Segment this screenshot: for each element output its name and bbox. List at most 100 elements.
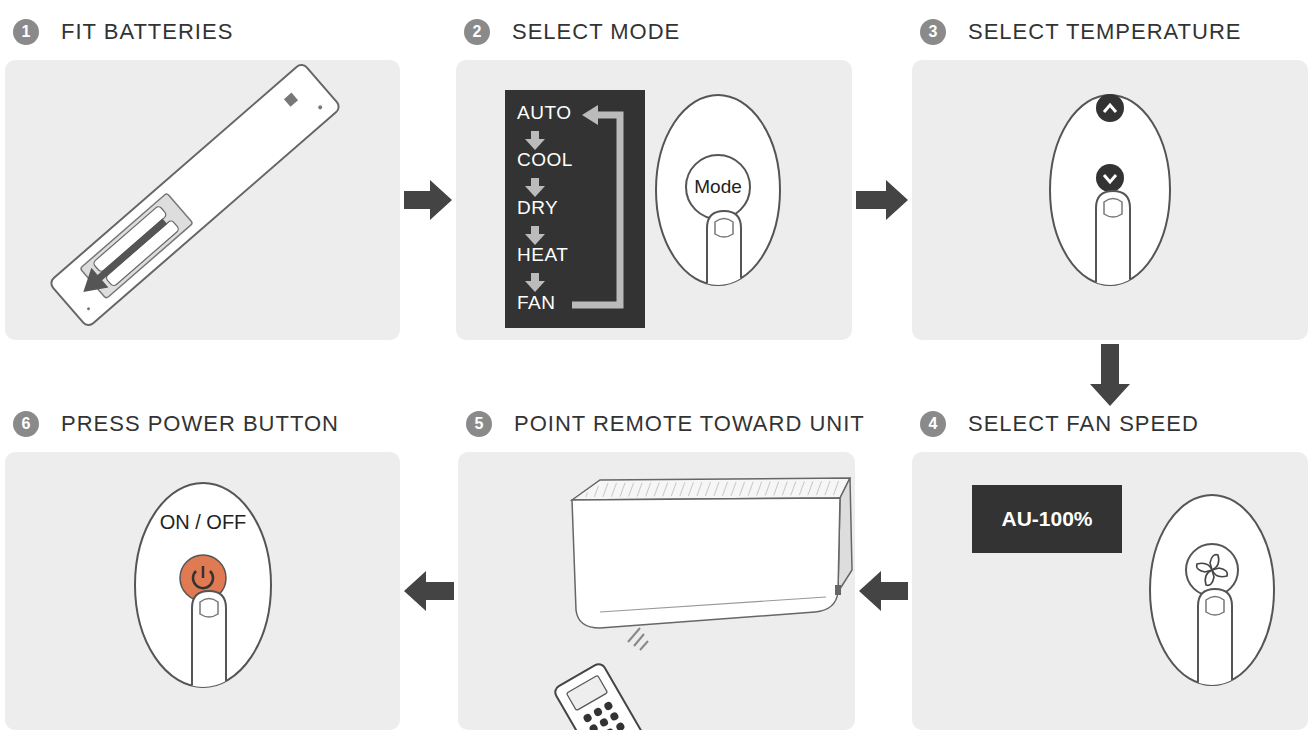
power-button-figure: [192, 591, 226, 714]
temperature-button-figure: [1104, 105, 1116, 112]
mode-name: DRY: [517, 196, 558, 220]
remote-battery-figure: [75, 268, 109, 302]
flow-arrow: [856, 180, 908, 220]
panel-ground: [5, 60, 1308, 730]
step-heading: PRESS POWER BUTTON: [61, 410, 339, 438]
mode-name: FAN: [517, 291, 555, 315]
air-conditioner-figure: [553, 478, 852, 730]
step-panel: 4 SELECT FAN SPEED AU-100%: [912, 410, 1308, 730]
panel-ground: [912, 452, 1308, 730]
mode-list-ground: [531, 131, 539, 139]
air-conditioner-figure: [553, 662, 661, 730]
flow-arrow: [404, 180, 452, 220]
fan-button-figure: [1197, 563, 1212, 572]
air-conditioner-figure: [634, 634, 644, 646]
temperature-button-figure: [1096, 94, 1124, 122]
mode-list-ground: [525, 139, 545, 150]
temperature-button-figure: [1096, 191, 1130, 314]
fan-button-figure: [1197, 555, 1228, 586]
fan-button-figure: [1198, 589, 1232, 712]
temperature-button-figure: [1104, 175, 1116, 182]
display-text: AU-100%: [1001, 507, 1092, 531]
step-panel: 3 SELECT TEMPERATURE: [912, 18, 1308, 340]
mode-button-figure: [656, 95, 780, 334]
air-conditioner-figure: [609, 711, 620, 722]
mode-name: COOL: [517, 148, 573, 172]
panel-ground: [458, 452, 855, 730]
mode-button-figure: [707, 211, 741, 334]
power-button-figure: [192, 591, 226, 714]
button-label: Mode: [675, 168, 761, 206]
air-conditioner-figure: [582, 713, 593, 724]
air-conditioner-figure: [640, 641, 648, 650]
step-number: 6: [13, 411, 39, 437]
button-label-area: ON / OFF: [140, 505, 266, 539]
button-label-area: Mode: [675, 168, 761, 206]
remote-battery-figure: [86, 307, 90, 311]
flow-arrow: [1090, 344, 1130, 406]
air-conditioner-figure: [572, 478, 850, 500]
air-conditioner-figure: [593, 707, 604, 718]
temperature-button-figure: [1096, 191, 1130, 314]
remote-battery-figure: [317, 105, 323, 111]
mode-list-ground: [531, 226, 539, 234]
air-conditioner-figure: [838, 478, 852, 592]
step-number: 5: [466, 411, 492, 437]
mode-list-ground: [582, 105, 598, 125]
power-button-figure: [135, 483, 271, 714]
step-panel: 1FIT BATTERIES: [5, 18, 400, 340]
air-conditioner-figure: [582, 701, 626, 730]
fan-speed-display: AU-100%: [972, 485, 1122, 553]
air-conditioner-figure: [580, 481, 845, 497]
air-conditioner-figure: [588, 723, 599, 730]
mode-list-ground: [525, 186, 545, 197]
temperature-button-figure: [1096, 164, 1124, 192]
step-panel: 5POINT REMOTE TOWARD UNIT: [458, 410, 855, 730]
step-heading: SELECT FAN SPEED: [968, 410, 1199, 438]
step-heading: SELECT TEMPERATURE: [968, 18, 1242, 46]
mode-list-ground: [572, 115, 620, 305]
mode-list-ground: [525, 234, 545, 245]
air-conditioner-figure: [600, 597, 826, 612]
remote-battery-figure: [284, 93, 298, 107]
mode-list-ground: [505, 90, 645, 328]
air-conditioner-figure: [605, 727, 616, 730]
panel-ground: [5, 452, 400, 730]
fan-button-figure: [1150, 495, 1274, 712]
panel-ground: [456, 60, 852, 340]
mode-name: HEAT: [517, 243, 568, 267]
mode-list-ground: [525, 281, 545, 292]
mode-list-ground: [531, 273, 539, 281]
remote-battery-figure: [49, 62, 342, 328]
panel-ground: [912, 60, 1308, 340]
step-heading: POINT REMOTE TOWARD UNIT: [514, 410, 865, 438]
air-conditioner-figure: [599, 717, 610, 728]
mode-button-figure: [707, 211, 741, 334]
step-panel: 2 SELECT MODE AUTO COOL DRY HEAT FAN Mode: [456, 18, 852, 340]
air-conditioner-figure: [603, 701, 614, 712]
step-number: 2: [464, 19, 490, 45]
mode-name: AUTO: [517, 101, 571, 125]
panel-ground: [5, 60, 400, 340]
air-conditioner-figure: [566, 675, 607, 710]
button-label: ON / OFF: [140, 505, 266, 539]
air-conditioner-figure: [572, 498, 840, 628]
step-number: 3: [920, 19, 946, 45]
remote-battery-figure: [49, 62, 342, 328]
air-conditioner-figure: [835, 585, 841, 595]
temperature-button-figure: [1050, 94, 1170, 314]
air-conditioner-figure: [553, 662, 661, 730]
flow-arrow: [404, 571, 454, 611]
step-heading: SELECT MODE: [512, 18, 680, 46]
step-panel: 6 PRESS POWER BUTTON ON / OFF: [5, 410, 400, 730]
remote-battery-figure: [105, 220, 180, 288]
mode-list: AUTO COOL DRY HEAT FAN: [505, 90, 645, 328]
mode-list-ground: [505, 90, 645, 328]
air-conditioner-figure: [615, 721, 626, 730]
mode-list-ground: [531, 178, 539, 186]
step-number: 1: [13, 19, 39, 45]
step-number: 4: [920, 411, 946, 437]
fan-button-figure: [1198, 589, 1232, 712]
